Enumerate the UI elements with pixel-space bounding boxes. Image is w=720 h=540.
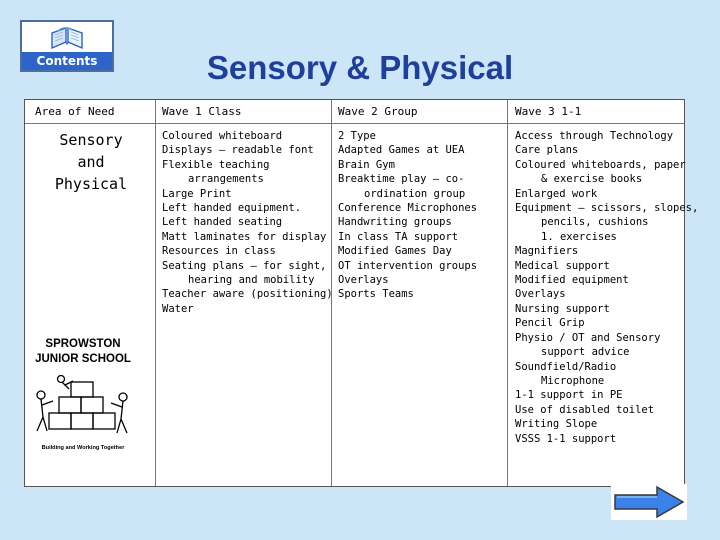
column-divider <box>507 100 508 486</box>
list-item: Teacher aware (positioning) <box>162 288 333 301</box>
list-item: Access through Technology <box>515 130 674 142</box>
list-item: Adapted Games at UEA <box>338 144 465 157</box>
header-wave-3: Wave 3 1-1 <box>515 105 582 118</box>
list-item: Resources in class <box>162 245 276 258</box>
list-item: Flexible teaching <box>162 158 270 171</box>
list-item: Conference Microphones <box>338 202 478 215</box>
list-item: Nursing support <box>515 302 610 315</box>
list-item-continued: ordination group <box>364 187 466 200</box>
list-item: OT intervention groups <box>338 259 478 272</box>
contents-button[interactable]: Contents <box>20 20 114 72</box>
list-item: Equipment – scissors, slopes, <box>515 202 699 215</box>
list-item: Modified Games Day <box>338 245 452 258</box>
list-item: Overlays <box>515 288 566 301</box>
list-item: 1-1 support in PE <box>515 389 623 402</box>
list-item: Care plans <box>515 144 579 157</box>
list-item: Sports Teams <box>338 288 414 301</box>
list-item: Physio / OT and Sensory <box>515 331 661 344</box>
list-item: Use of disabled toilet <box>515 403 655 416</box>
list-item: Coloured whiteboard <box>162 130 283 142</box>
school-name-line: JUNIOR SCHOOL <box>35 353 131 365</box>
next-slide-button[interactable] <box>611 484 687 520</box>
list-item-continued: hearing and mobility <box>188 274 315 287</box>
list-item: Displays – readable font <box>162 144 314 157</box>
area-of-need-cell: Sensory and Physical <box>35 129 147 195</box>
list-item: Modified equipment <box>515 274 629 287</box>
list-item: Matt laminates for display <box>162 230 327 243</box>
list-item-continued: & exercise books <box>541 173 643 186</box>
list-item: Pencil Grip <box>515 317 585 330</box>
school-motto: Building and Working Together <box>41 445 125 451</box>
area-line: Sensory <box>59 131 123 149</box>
header-divider <box>25 123 684 124</box>
column-divider <box>331 100 332 486</box>
page-title: Sensory & Physical <box>206 49 514 86</box>
column-divider <box>155 100 156 486</box>
list-item: Coloured whiteboards, paper <box>515 158 686 171</box>
school-logo: SPROWSTON JUNIOR SCHOOL Building and Wor… <box>25 331 141 455</box>
wave-1-list: Coloured whiteboard Displays – readable … <box>162 129 333 316</box>
header-wave-2: Wave 2 Group <box>338 105 418 118</box>
list-item-continued: pencils, cushions <box>541 216 649 229</box>
area-line: Physical <box>54 175 128 193</box>
list-item: In class TA support <box>338 230 459 243</box>
list-item: Large Print <box>162 187 232 200</box>
list-item: Water <box>162 302 194 315</box>
header-area-of-need: Area of Need <box>35 105 115 118</box>
list-item-continued: support advice <box>541 346 630 359</box>
area-line: and <box>77 153 105 171</box>
book-icon <box>51 27 83 50</box>
header-wave-1: Wave 1 Class <box>162 105 242 118</box>
list-item: Overlays <box>338 274 389 287</box>
list-item: Medical support <box>515 259 610 272</box>
list-item-continued: 1. exercises <box>541 230 617 243</box>
wave-2-list: 2 Type Adapted Games at UEA Brain Gym Br… <box>338 129 477 302</box>
list-item: Breaktime play – co- <box>338 173 465 186</box>
list-item: Soundfield/Radio <box>515 360 617 373</box>
list-item: Left handed equipment. <box>162 202 302 215</box>
list-item: Magnifiers <box>515 245 579 258</box>
list-item: VSSS 1-1 support <box>515 432 617 445</box>
list-item: Enlarged work <box>515 187 598 200</box>
list-item: Left handed seating <box>162 216 283 229</box>
list-item-continued: Microphone <box>541 374 605 387</box>
right-arrow-icon <box>614 485 685 519</box>
wave-3-list: Access through Technology Care plans Col… <box>515 129 698 446</box>
list-item: Handwriting groups <box>338 216 452 229</box>
contents-label: Contents <box>22 52 112 70</box>
list-item-continued: arrangements <box>188 173 264 186</box>
list-item: Writing Slope <box>515 418 598 431</box>
list-item: 2 Type <box>338 130 376 142</box>
school-name-line: SPROWSTON <box>45 338 121 350</box>
school-name: SPROWSTON JUNIOR SCHOOL <box>25 337 141 367</box>
list-item: Seating plans – for sight, <box>162 259 327 272</box>
list-item: Brain Gym <box>338 158 395 171</box>
building-blocks-icon <box>36 374 128 434</box>
